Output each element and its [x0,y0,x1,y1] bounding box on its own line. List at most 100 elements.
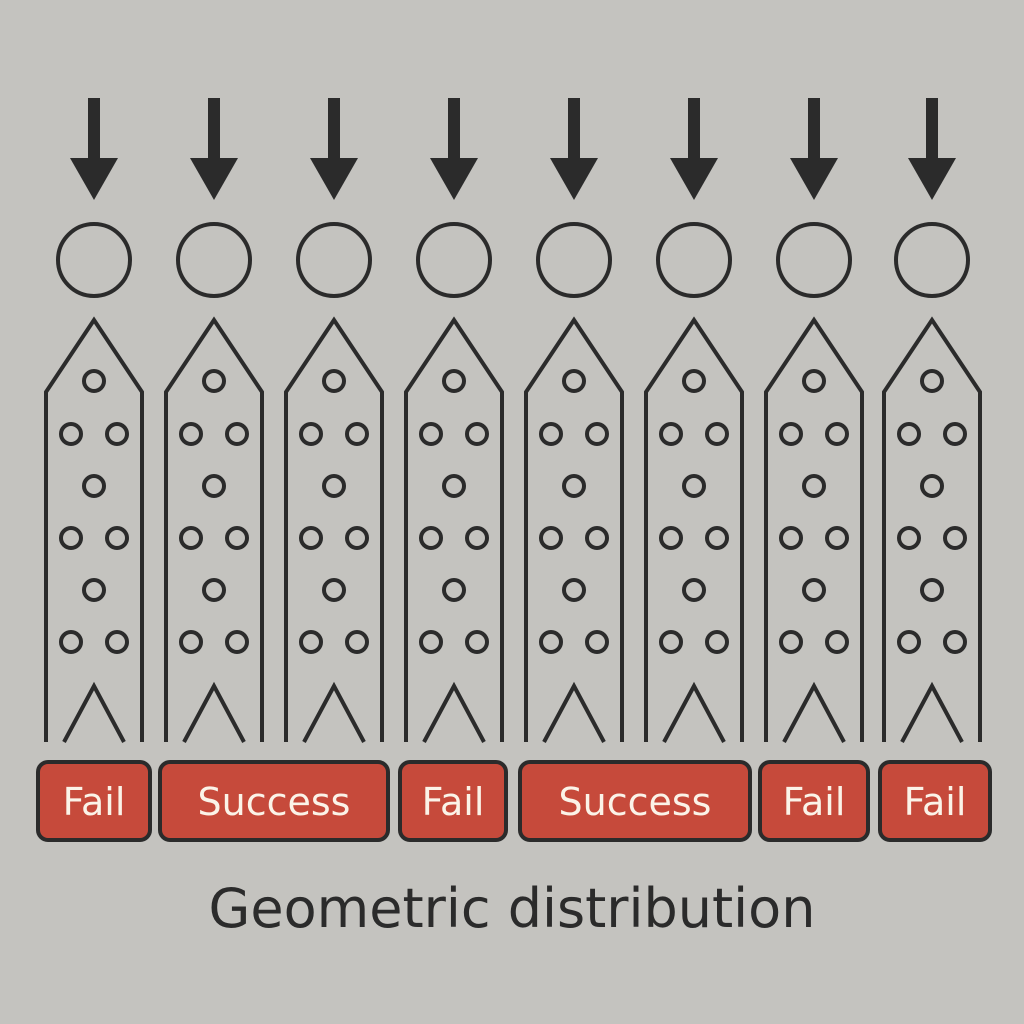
peg-icon [682,578,706,602]
peg-icon [585,526,609,550]
peg-icon [202,474,226,498]
result-badge-box [518,760,752,842]
trial-column-6 [644,98,744,743]
peg-icon [179,422,203,446]
peg-icon [105,422,129,446]
peg-icon [825,630,849,654]
trial-column-3 [284,98,384,743]
bottom-wedge-icon [182,681,246,743]
diagram-caption: Geometric distribution [209,877,816,940]
peg-icon [322,369,346,393]
peg-icon [225,630,249,654]
result-badge-box [878,760,992,842]
bottom-wedge-icon [662,681,726,743]
peg-icon [465,526,489,550]
ball-icon [656,222,732,298]
peg-icon [539,422,563,446]
peg-icon [562,474,586,498]
peg-icon [825,422,849,446]
peg-icon [322,578,346,602]
galton-board-outline [284,316,384,742]
result-badge-label: Success [198,780,351,824]
peg-icon [345,630,369,654]
ball-icon [776,222,852,298]
peg-icon [897,422,921,446]
result-badge-3: Fail [398,760,508,842]
down-arrow-head-icon [310,158,358,200]
peg-icon [585,422,609,446]
ball-icon [416,222,492,298]
galton-board-outline [882,316,982,742]
peg-icon [105,526,129,550]
bottom-wedge-icon [542,681,606,743]
peg-icon [779,422,803,446]
peg-icon [59,630,83,654]
peg-icon [920,474,944,498]
peg-icon [179,526,203,550]
peg-icon [299,422,323,446]
ball-icon [296,222,372,298]
trial-columns [44,98,982,743]
peg-icon [442,578,466,602]
peg-icon [779,630,803,654]
peg-icon [442,474,466,498]
peg-icon [562,369,586,393]
bottom-wedge-icon [422,681,486,743]
peg-icon [225,422,249,446]
peg-icon [465,422,489,446]
down-arrow-head-icon [550,158,598,200]
galton-board-outline [524,316,624,742]
result-badge-4: Success [518,760,752,842]
peg-icon [539,526,563,550]
peg-icon [779,526,803,550]
ball-icon [176,222,252,298]
down-arrow-head-icon [908,158,956,200]
peg-icon [419,630,443,654]
result-badge-6: Fail [878,760,992,842]
peg-icon [943,630,967,654]
galton-board-outline [764,316,864,742]
peg-icon [705,422,729,446]
peg-icon [202,578,226,602]
down-arrow-head-icon [430,158,478,200]
peg-icon [299,630,323,654]
result-badge-box [158,760,390,842]
peg-icon [659,630,683,654]
peg-icon [897,526,921,550]
peg-icon [225,526,249,550]
peg-icon [59,422,83,446]
peg-icon [465,630,489,654]
trial-column-7 [764,98,864,743]
peg-icon [442,369,466,393]
peg-icon [59,526,83,550]
peg-icon [322,474,346,498]
ball-icon [894,222,970,298]
result-badge-label: Fail [422,780,485,824]
peg-icon [179,630,203,654]
peg-icon [943,422,967,446]
peg-icon [562,578,586,602]
peg-icon [802,578,826,602]
trial-column-4 [404,98,504,743]
bottom-wedge-icon [302,681,366,743]
peg-icon [920,578,944,602]
trial-column-2 [164,98,264,743]
result-badge-box [758,760,870,842]
result-badge-2: Success [158,760,390,842]
down-arrow-head-icon [70,158,118,200]
peg-icon [585,630,609,654]
peg-icon [682,474,706,498]
peg-icon [419,526,443,550]
peg-icon [897,630,921,654]
peg-icon [920,369,944,393]
peg-icon [943,526,967,550]
bottom-wedge-icon [900,681,964,743]
peg-icon [539,630,563,654]
result-badge-label: Fail [904,780,967,824]
peg-icon [345,422,369,446]
ball-icon [536,222,612,298]
peg-icon [802,474,826,498]
galton-board-outline [404,316,504,742]
peg-icon [802,369,826,393]
